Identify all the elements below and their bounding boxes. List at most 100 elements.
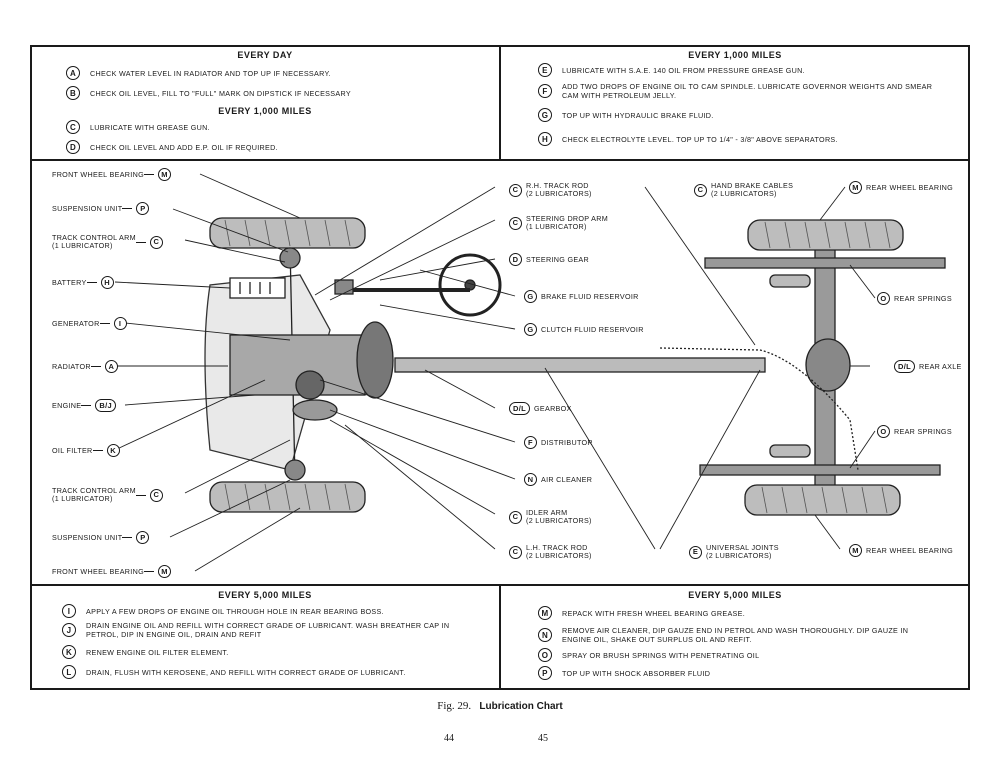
callout-label: DISTRIBUTOR	[541, 437, 593, 447]
letter-badge: E	[538, 63, 552, 77]
callout-rh-track-rod: C R.H. TRACK ROD (2 LUBRICATORS)	[505, 182, 592, 198]
page-number-right: 45	[538, 733, 548, 744]
letter-badge: I	[113, 317, 127, 330]
callout-label: TRACK CONTROL ARM (1 LUBRICATOR)	[52, 233, 136, 250]
instruction-text: REPACK WITH FRESH WHEEL BEARING GREASE.	[562, 608, 746, 618]
leader-dash	[122, 208, 133, 209]
instruction-b: B CHECK OIL LEVEL, FILL TO "FULL" MARK O…	[66, 86, 351, 100]
leader-dash	[143, 571, 154, 572]
letter-badge: G	[524, 290, 537, 303]
leader-dash	[86, 282, 97, 283]
callout-brake-fluid-reservoir: G BRAKE FLUID RESERVOIR	[520, 290, 639, 303]
instruction-text: TOP UP WITH HYDRAULIC BRAKE FLUID.	[562, 110, 714, 120]
letter-badge: N	[538, 628, 552, 642]
callout-air-cleaner: N AIR CLEANER	[520, 473, 592, 486]
callout-label: HAND BRAKE CABLES (2 LUBRICATORS)	[711, 181, 794, 198]
letter-badge: M	[849, 544, 862, 557]
callout-label: TRACK CONTROL ARM (1 LUBRICATOR)	[52, 486, 136, 503]
divider-top	[30, 159, 970, 161]
instruction-c: C LUBRICATE WITH GREASE GUN.	[66, 120, 210, 134]
letter-badge: M	[157, 565, 171, 578]
letter-badge: H	[538, 132, 552, 146]
letter-badge: P	[136, 202, 150, 215]
letter-badge: F	[538, 84, 552, 98]
instruction-text: SPRAY OR BRUSH SPRINGS WITH PENETRATING …	[562, 650, 760, 660]
leader-dash	[122, 537, 133, 538]
divider-bottom-vertical	[499, 584, 501, 690]
page-number-left: 44	[444, 733, 454, 744]
leader-dash	[135, 494, 146, 496]
callout-label: ENGINE	[52, 400, 82, 410]
letter-badge: O	[877, 425, 890, 438]
instruction-a: A CHECK WATER LEVEL IN RADIATOR AND TOP …	[66, 66, 331, 80]
letter-badge: D/L	[509, 402, 530, 415]
callout-label: CLUTCH FLUID RESERVOIR	[541, 324, 644, 334]
letter-badge: C	[694, 183, 707, 197]
instruction-text: ADD TWO DROPS OF ENGINE OIL TO CAM SPIND…	[562, 82, 933, 100]
figure-title: Lubrication Chart	[479, 701, 563, 712]
letter-badge: C	[149, 235, 163, 249]
every-day-title: EVERY DAY	[237, 50, 293, 60]
instruction-text: RENEW ENGINE OIL FILTER ELEMENT.	[86, 647, 229, 657]
leader-dash	[90, 366, 101, 367]
instruction-text: CHECK ELECTROLYTE LEVEL. TOP UP TO 1/4" …	[562, 134, 838, 144]
callout-label: BRAKE FLUID RESERVOIR	[541, 291, 639, 301]
letter-badge: J	[62, 623, 76, 637]
letter-badge: F	[524, 436, 537, 449]
callout-label: REAR WHEEL BEARING	[866, 545, 954, 555]
instruction-k: K RENEW ENGINE OIL FILTER ELEMENT.	[62, 645, 229, 659]
letter-badge: K	[106, 444, 120, 457]
letter-badge: D	[509, 253, 522, 266]
leader-dash	[143, 174, 154, 175]
instruction-n: N REMOVE AIR CLEANER, DIP GAUZE END IN P…	[538, 626, 908, 644]
letter-badge: C	[509, 510, 522, 524]
instruction-text: APPLY A FEW DROPS OF ENGINE OIL THROUGH …	[86, 606, 384, 616]
callout-label: RADIATOR	[52, 361, 91, 371]
instruction-m: M REPACK WITH FRESH WHEEL BEARING GREASE…	[538, 606, 745, 620]
instruction-i: I APPLY A FEW DROPS OF ENGINE OIL THROUG…	[62, 604, 384, 618]
callout-label: L.H. TRACK ROD (2 LUBRICATORS)	[526, 543, 592, 560]
instruction-text: REMOVE AIR CLEANER, DIP GAUZE END IN PET…	[562, 626, 909, 644]
callout-label: R.H. TRACK ROD (2 LUBRICATORS)	[526, 181, 592, 198]
letter-badge: P	[538, 666, 552, 680]
instruction-l: L DRAIN, FLUSH WITH KEROSENE, AND REFILL…	[62, 665, 406, 679]
callout-label: REAR WHEEL BEARING	[866, 182, 954, 192]
callout-label: STEERING DROP ARM (1 LUBRICATOR)	[526, 214, 609, 231]
leader-dash	[99, 323, 110, 324]
leader-dash	[92, 450, 103, 451]
letter-badge: H	[100, 276, 114, 289]
letter-badge: M	[849, 181, 862, 194]
callout-label: AIR CLEANER	[541, 474, 593, 484]
every-5000-miles-title-left: EVERY 5,000 MILES	[218, 590, 312, 600]
every-1000-miles-title-left: EVERY 1,000 MILES	[218, 106, 312, 116]
callout-label: FRONT WHEEL BEARING	[52, 169, 144, 179]
instruction-h: H CHECK ELECTROLYTE LEVEL. TOP UP TO 1/4…	[538, 132, 838, 146]
callout-label: GENERATOR	[52, 318, 100, 328]
letter-badge: N	[524, 473, 537, 486]
letter-badge: P	[136, 531, 150, 544]
callout-oil-filter: OIL FILTER K	[52, 444, 124, 457]
letter-badge: I	[62, 604, 76, 618]
letter-badge: C	[509, 183, 522, 197]
letter-badge: G	[538, 108, 552, 122]
letter-badge: A	[66, 66, 80, 80]
leader-dash	[135, 241, 146, 243]
instruction-j: J DRAIN ENGINE OIL AND REFILL WITH CORRE…	[62, 621, 449, 639]
instruction-f: F ADD TWO DROPS OF ENGINE OIL TO CAM SPI…	[538, 82, 932, 100]
letter-badge: C	[509, 545, 522, 559]
leader-dash	[81, 405, 92, 406]
callout-label: OIL FILTER	[52, 445, 93, 455]
instruction-text: CHECK OIL LEVEL, FILL TO "FULL" MARK ON …	[90, 88, 351, 98]
instruction-e: E LUBRICATE WITH S.A.E. 140 OIL FROM PRE…	[538, 63, 805, 77]
